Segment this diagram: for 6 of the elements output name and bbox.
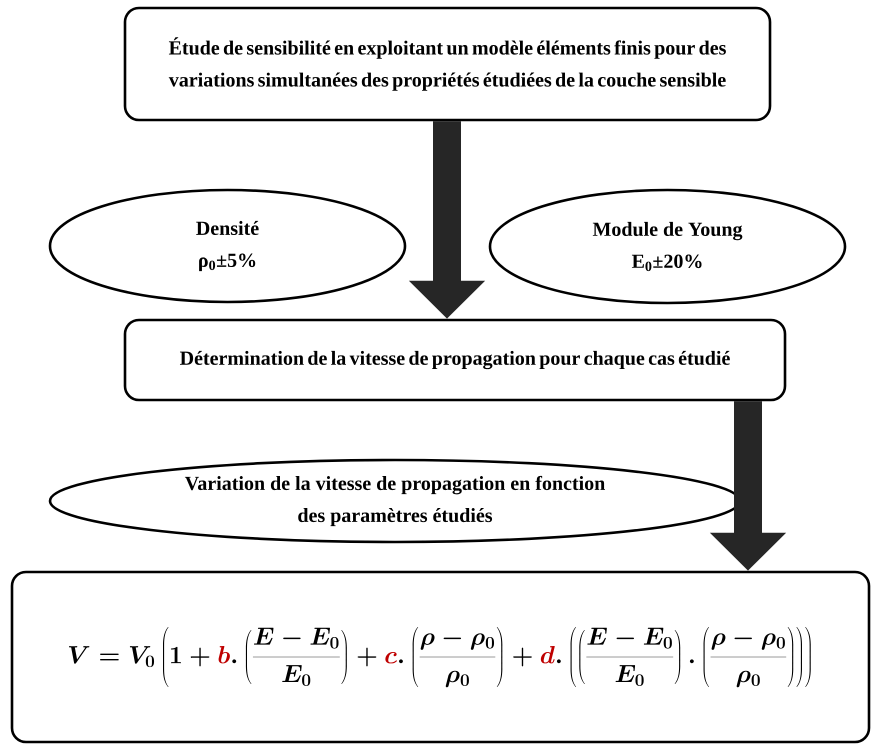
ellipse-node: Module de Young E$_{0}$±20%	[488, 188, 846, 304]
process-box: Détermination de la vitesse de propagation pour chaque cas étudié	[124, 318, 786, 402]
process-box: Étude de sensibilité en exploitant un modèle éléments finis pour des variations simultanées des propriétés étudiées de la couche sensible	[124, 6, 772, 122]
ellipse-node: Variation de la vitesse de propagation en fonction des paramètres étudiés	[48, 458, 742, 544]
formula-box: $V = V_0\left(1 + \textcolor{red!75!black}{b}.\left(\frac{E - E_0}{E_0}\right) + \textcolor{red!75!black}{c}.\left(\frac{\rho - \rho_0}{\rho_0}\right) + \textcolor{red!75!black}{d}.\left(\left(\frac{E - E_0}{E_0}\right).\left(\frac{\rho - \rho_0}{\rho_0}\right)\right)\right)$	[10, 570, 870, 744]
ellipse-node: Densité ρ$_{0}$±5%	[48, 188, 406, 304]
